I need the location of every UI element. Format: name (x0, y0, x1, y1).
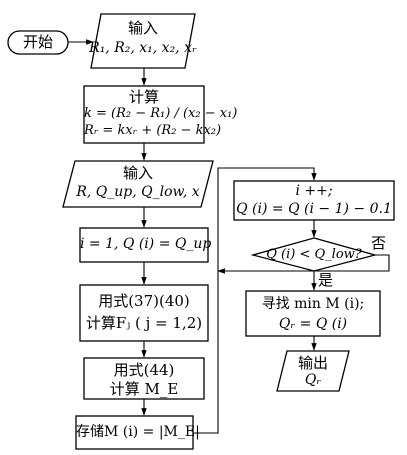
start-terminator (7, 30, 69, 55)
loop-line1: i ++; (295, 183, 333, 199)
output-title: 输出 (297, 354, 328, 372)
input-q-title: 输入 (122, 164, 153, 182)
compute-rr-formula: Rᵣ = kxᵣ + (R₂ − kx₂) (84, 123, 222, 138)
output-parallelogram (276, 350, 350, 392)
edge-decision-no-loopback (217, 254, 390, 274)
edge-label-yes: 是 (318, 271, 334, 289)
input-params-vars: R₁, R₂, x₁, x₂, xᵣ (89, 40, 197, 56)
compute-rr-box (83, 85, 205, 144)
input-params-title: 输入 (127, 19, 158, 37)
loop-update-box (233, 180, 395, 221)
formula-fj-box (79, 284, 209, 342)
find-line1: 寻找 min M (i); (261, 296, 365, 312)
find-min-box (245, 290, 381, 337)
formula-fj-line1: 用式(37)(40) (98, 292, 190, 310)
compute-title: 计算 (128, 88, 159, 106)
start-label: 开始 (22, 33, 53, 51)
compute-slope-formula: k = (R₂ − R₁) / (x₂ − x₁) (84, 106, 238, 121)
formula-me-line2: 计算 M_E (109, 380, 179, 398)
edge-label-no: 否 (371, 234, 387, 252)
formula-fj-line2: 计算Fⱼ ( j = 1,2) (85, 314, 203, 332)
input-q-vars: R, Q_up, Q_low, x (76, 184, 200, 200)
store-label: 存储M (i) = |M_E| (76, 424, 200, 440)
init-label: i = 1, Q (i) = Q_up (80, 236, 212, 252)
loop-line2: Q (i) = Q (i − 1) − 0.1 (236, 201, 392, 217)
edge-store-to-loop (193, 167, 317, 434)
decision-diamond (250, 237, 378, 272)
input-params-parallelogram (90, 13, 196, 69)
decision-label: Q (i) < Q_low? (266, 247, 362, 262)
formula-me-box (83, 357, 205, 400)
find-line2: Qᵣ = Q (i) (278, 316, 348, 332)
input-q-parallelogram (62, 160, 214, 208)
formula-me-line1: 用式(44) (113, 361, 175, 379)
init-box (79, 227, 209, 263)
store-box (75, 415, 194, 450)
output-var: Qᵣ (304, 372, 322, 388)
